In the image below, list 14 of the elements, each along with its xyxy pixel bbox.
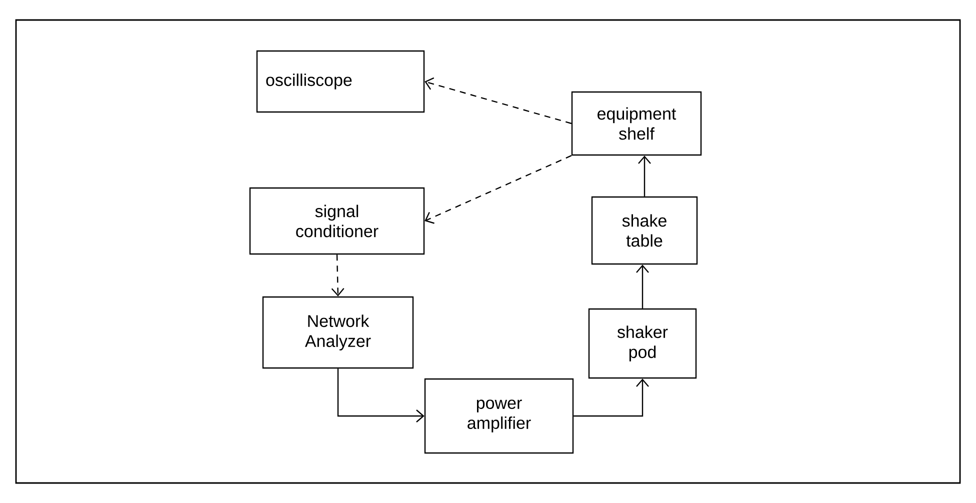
process-box: shake table <box>591 196 698 265</box>
arrow <box>337 368 424 422</box>
dashed-arrow <box>424 155 572 224</box>
process-box: shaker pod <box>588 308 697 379</box>
process-box: power amplifier <box>424 378 574 454</box>
process-box: equipment shelf <box>571 91 702 156</box>
arrow <box>638 156 651 196</box>
process-box: signal conditioner <box>249 187 425 255</box>
arrow <box>636 264 649 308</box>
dashed-arrow <box>424 77 572 124</box>
process-box: oscilliscope <box>256 50 425 113</box>
process-box: Network Analyzer <box>262 296 414 369</box>
arrow <box>574 378 649 417</box>
dashed-arrow <box>331 254 344 296</box>
